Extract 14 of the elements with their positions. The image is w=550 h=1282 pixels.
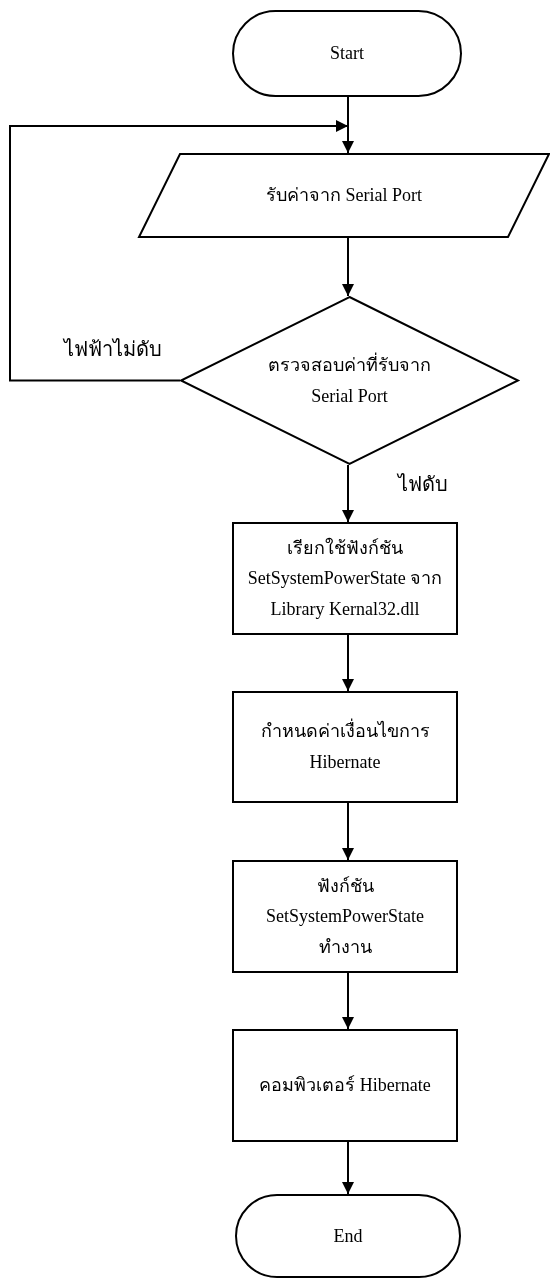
process-box: ฟังก์ชัน SetSystemPowerState ทำงาน: [232, 860, 458, 973]
input-parallelogram: รับค่าจาก Serial Port: [138, 153, 550, 238]
arrow: [342, 634, 354, 692]
process-box: คอมพิวเตอร์ Hibernate: [232, 1029, 458, 1142]
arrow: [342, 237, 354, 297]
arrow: [342, 1141, 354, 1195]
process-box: เรียกใช้ฟังก์ชัน SetSystemPowerState จาก Library Kernal32.dll: [232, 522, 458, 635]
arrow: [342, 464, 354, 523]
arrow: [342, 96, 354, 154]
arrow: [342, 802, 354, 861]
arrow: [9, 120, 349, 382]
decision-diamond: ตรวจสอบค่าที่รับจาก Serial Port: [180, 296, 519, 465]
arrow: [342, 972, 354, 1030]
process-box: กำหนดค่าเงื่อนไขการ Hibernate: [232, 691, 458, 803]
